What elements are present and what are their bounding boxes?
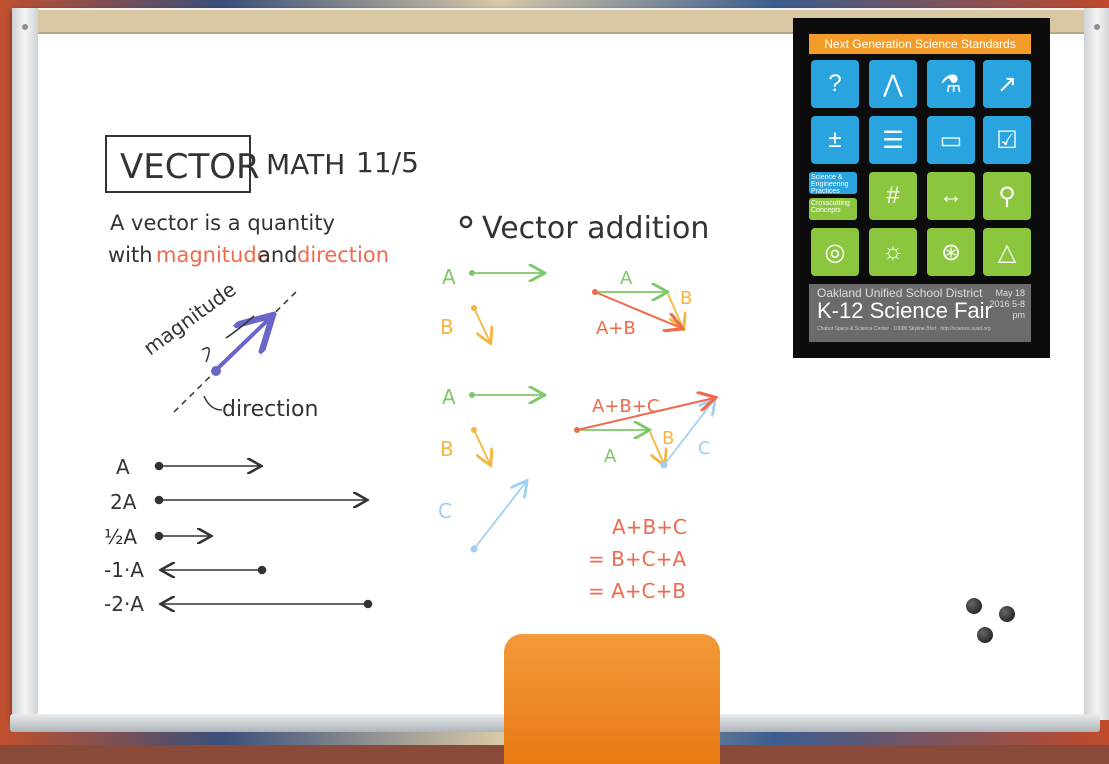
magnet-2[interactable] xyxy=(999,606,1015,622)
definition-and: and xyxy=(258,243,298,267)
yellow-arrow-2 xyxy=(473,429,490,464)
grid-icon: # xyxy=(869,172,917,220)
board-frame-right xyxy=(1084,8,1109,720)
scalar-label-5: -2·A xyxy=(104,592,144,616)
equation-line-2: = B+C+A xyxy=(588,547,686,571)
bullet-dot xyxy=(459,215,473,229)
yellow-arrow-1 xyxy=(473,307,490,342)
equation-line-3: = A+C+B xyxy=(588,579,686,603)
magnet-3[interactable] xyxy=(977,627,993,643)
flask-icon: ⚗ xyxy=(927,60,975,108)
plus-minus-icon: ± xyxy=(811,116,859,164)
magnitude-brace xyxy=(201,315,255,363)
target-icon: ◎ xyxy=(811,228,859,276)
ladder-icon: ☰ xyxy=(869,116,917,164)
label-a-1: A xyxy=(442,265,456,289)
label-b-2: B xyxy=(440,437,454,461)
science-fair-poster: Next Generation Science Standards ? ⋀ ⚗ … xyxy=(793,18,1050,358)
definition-direction: direction xyxy=(297,243,389,267)
checkbox-icon: ☑ xyxy=(983,116,1031,164)
diagram-direction-label: direction xyxy=(222,397,318,422)
definition-with: with xyxy=(108,243,153,267)
definition-line1: A vector is a quantity xyxy=(110,211,335,235)
magnet-1[interactable] xyxy=(966,598,982,614)
title-box xyxy=(105,135,251,193)
wheel-icon: ⊛ xyxy=(927,228,975,276)
scalar-label-1: A xyxy=(116,455,130,479)
sum-label-ab: A+B xyxy=(596,318,636,339)
poster-mini-practices: Science & Engineering Practices xyxy=(809,172,857,195)
chart-up-icon: ↗ xyxy=(983,60,1031,108)
question-icon: ? xyxy=(811,60,859,108)
title-math: MATH xyxy=(266,148,345,181)
sum-label-c: C xyxy=(698,438,711,459)
sum-label-a-2: A xyxy=(604,446,617,467)
equation-line-1: A+B+C xyxy=(612,515,687,539)
scalar-label-4: -1·A xyxy=(104,558,144,582)
definition-magnitude: magnitude xyxy=(156,243,270,267)
triangle-icon: △ xyxy=(983,228,1031,276)
diagram-magnitude-label: magnitude xyxy=(139,277,241,360)
speech-bubble-icon: ▭ xyxy=(927,116,975,164)
sum-red-arrow-1 xyxy=(594,291,681,328)
blue-arrow-1 xyxy=(473,482,526,550)
vector-tail-dot xyxy=(211,366,221,376)
poster-mini-concepts: Crosscutting Concepts xyxy=(809,198,857,220)
sum-label-a-1: A xyxy=(620,268,633,289)
sum-red-arrow-2 xyxy=(576,398,714,431)
vector-arrow xyxy=(214,318,270,372)
poster-date: May 18 2016 5-8 pm xyxy=(989,288,1025,320)
sum-label-b-2: B xyxy=(662,428,674,449)
sum-yellow-arrow-2 xyxy=(649,431,664,464)
network-icon: ⋀ xyxy=(869,60,917,108)
label-b-1: B xyxy=(440,315,454,339)
double-arrow-icon: ↔ xyxy=(927,172,975,220)
poster-fair-name: K-12 Science Fair xyxy=(817,298,992,323)
orange-chair xyxy=(504,634,720,764)
magnifier-icon: ⚲ xyxy=(983,172,1031,220)
scalar-label-2: 2A xyxy=(110,490,137,514)
title-date: 11/5 xyxy=(356,146,419,179)
label-c-1: C xyxy=(438,499,452,523)
sum-label-b-1: B xyxy=(680,288,692,309)
sun-icon: ☼ xyxy=(869,228,917,276)
direction-pointer xyxy=(203,395,223,411)
scalar-label-3: ½A xyxy=(104,525,137,549)
direction-line xyxy=(173,289,299,413)
poster-subtitle: Oakland Unified School District xyxy=(817,286,983,300)
poster-footer: Oakland Unified School District K-12 Sci… xyxy=(809,284,1031,342)
label-a-2: A xyxy=(442,385,456,409)
board-frame-left xyxy=(12,8,38,720)
poster-fine-print: Chabot Space & Science Center · 10000 Sk… xyxy=(817,326,991,332)
title-vector: VECTOR xyxy=(120,147,260,187)
board-drawing: VECTOR MATH 11/5 A vector is a quantity … xyxy=(104,135,1109,616)
addition-heading: Vector addition xyxy=(482,211,709,246)
sum-label-abc: A+B+C xyxy=(592,396,659,417)
poster-title: Next Generation Science Standards xyxy=(809,34,1031,54)
